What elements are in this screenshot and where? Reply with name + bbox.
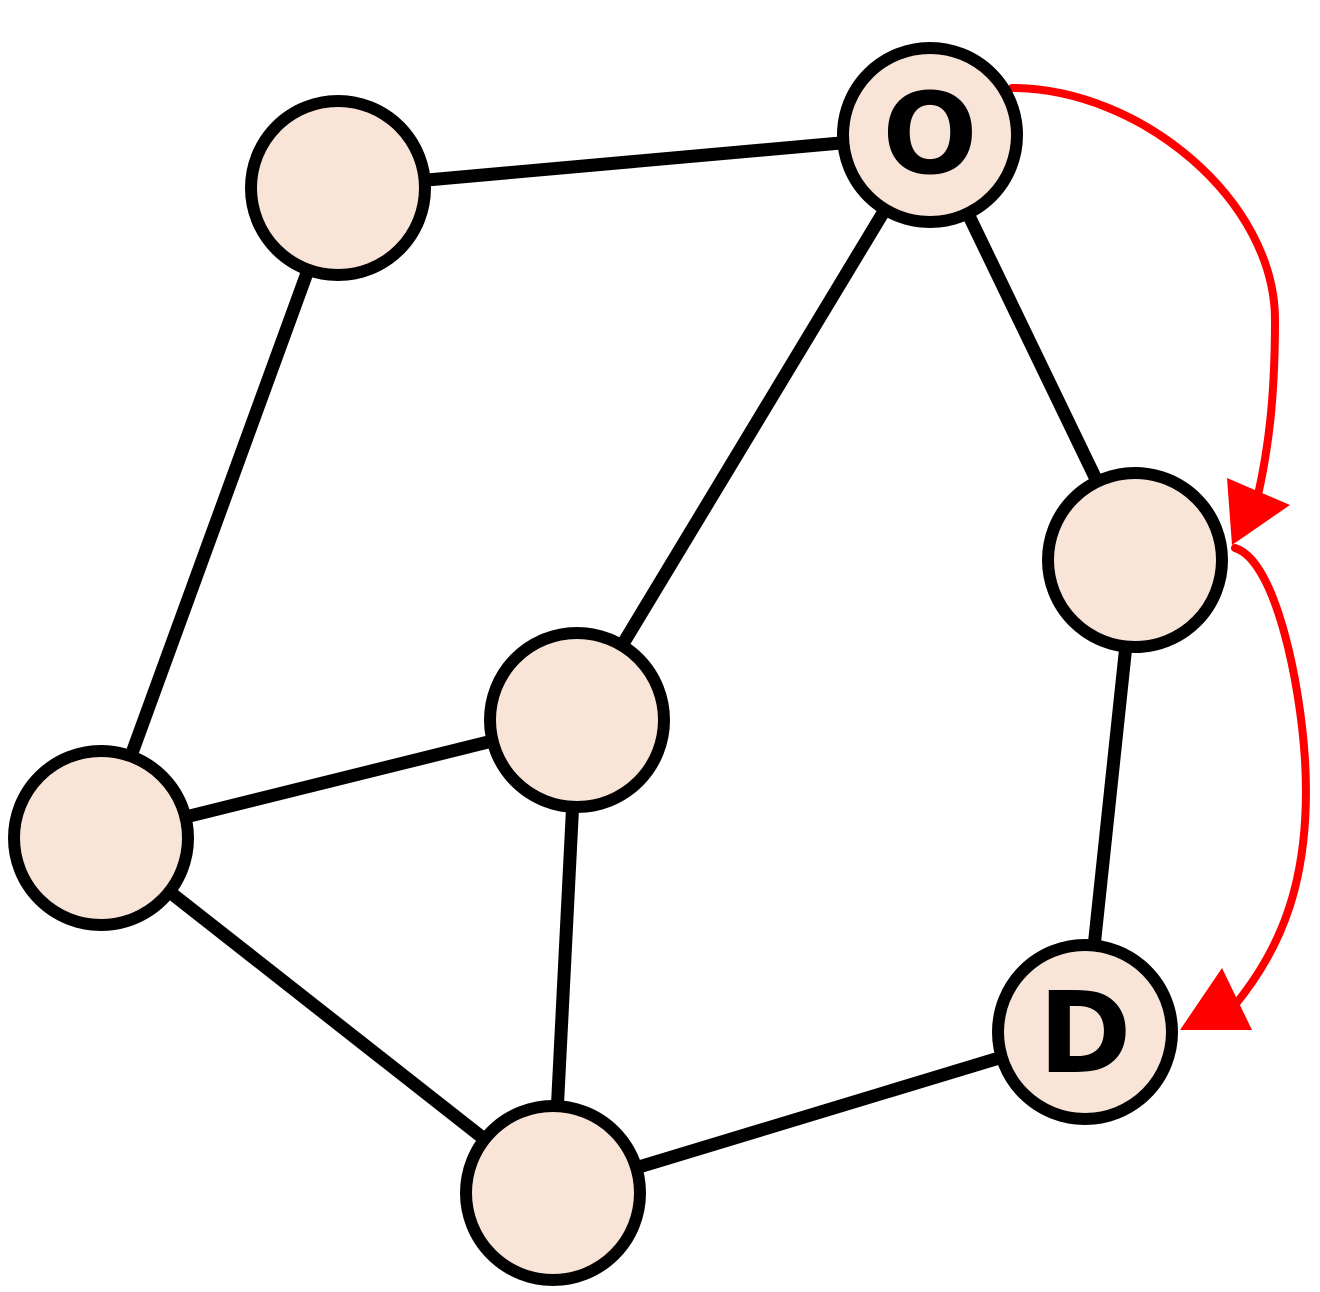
node-d: D	[992, 939, 1178, 1125]
route-arrow-o-right	[1008, 84, 1290, 545]
node-top-left	[245, 95, 431, 281]
node-circle-top-left	[245, 95, 431, 281]
route-curve	[1008, 84, 1280, 499]
node-circle-bottom	[460, 1100, 646, 1286]
route-curve	[1231, 544, 1310, 1009]
arrowhead-icon	[1180, 968, 1252, 1030]
route-arrows	[1008, 84, 1310, 1030]
route-arrow-right-d	[1180, 544, 1310, 1030]
edge-left-bottom	[96, 832, 558, 1199]
nodes: OD	[8, 42, 1228, 1286]
node-o: O	[837, 42, 1023, 228]
node-bottom	[460, 1100, 646, 1286]
edge-top-left-left	[94, 185, 345, 841]
node-right	[1042, 467, 1228, 653]
node-circle-o	[837, 42, 1023, 228]
node-label-d: D	[1039, 969, 1132, 1099]
edge-top-left-o	[337, 128, 931, 195]
node-circle-right	[1042, 467, 1228, 653]
node-label-o: O	[882, 70, 977, 200]
arrowhead-icon	[1227, 478, 1290, 545]
node-circle-center	[484, 627, 670, 813]
node-left	[8, 745, 194, 931]
edge-o-center	[571, 131, 936, 724]
node-circle-left	[8, 745, 194, 931]
node-center	[484, 627, 670, 813]
node-circle-d	[992, 939, 1178, 1125]
